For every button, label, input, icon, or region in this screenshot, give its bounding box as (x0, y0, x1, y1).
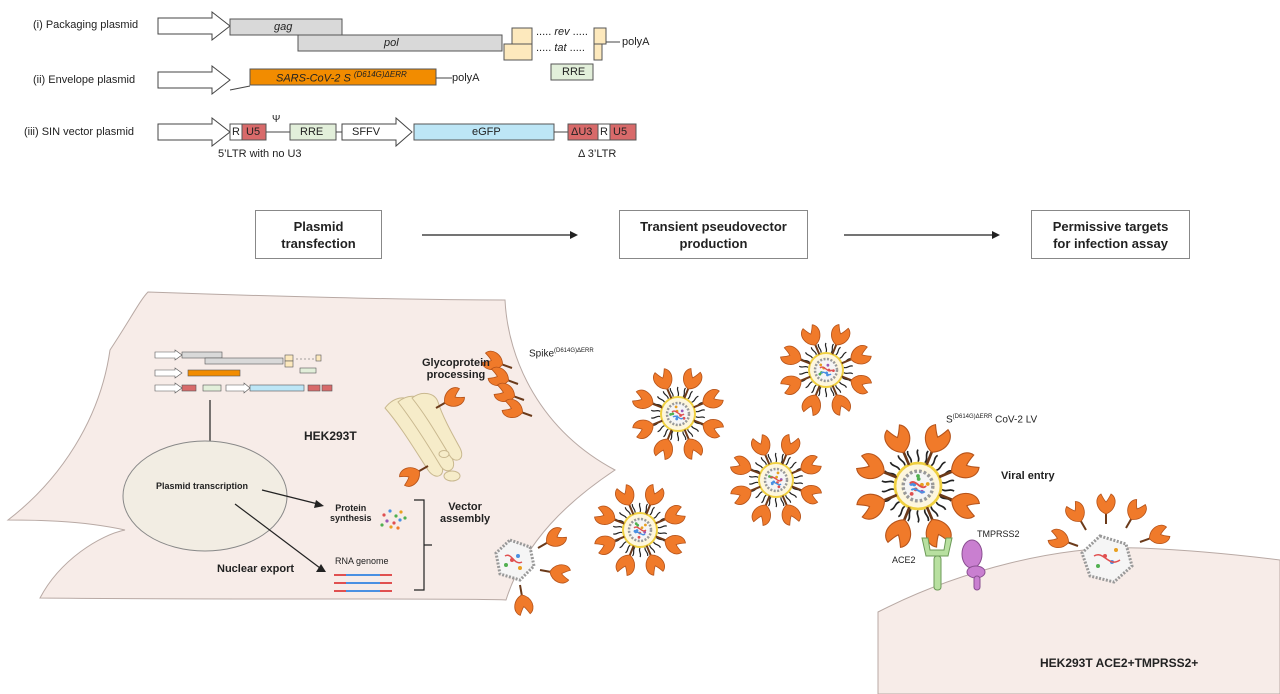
glycoprotein-processing-label: Glycoprotein processing (422, 357, 490, 381)
step-pseudovector-production: Transient pseudovector production (619, 210, 808, 259)
nucleus (122, 440, 288, 552)
protein-dots (380, 509, 407, 530)
ace2-receptor (921, 537, 953, 591)
budding-virion (494, 524, 573, 618)
virion (853, 421, 983, 551)
ltr5-label: 5’LTR with no U3 (218, 148, 302, 160)
egfp-label: eGFP (472, 126, 501, 138)
lv-suffix: CoV-2 LV (992, 414, 1038, 426)
entering-virion (1045, 493, 1173, 584)
viral-entry-label: Viral entry (1001, 470, 1055, 482)
lv-label: S(D614G)ΔERR CoV-2 LV (946, 414, 1037, 425)
tmprss2-label: TMPRSS2 (977, 529, 1020, 539)
virion (591, 481, 689, 579)
rev-text: rev (554, 26, 570, 38)
golgi (384, 392, 463, 482)
lv-sup: (D614G)ΔERR (952, 414, 993, 420)
nuclear-export-label: Nuclear export (217, 563, 295, 575)
vector-assembly-label: Vector assembly (440, 501, 491, 525)
u5-label: U5 (246, 126, 261, 138)
virion (629, 365, 727, 463)
step-infection-assay: Permissive targets for infection assay (1031, 210, 1190, 259)
polya-label-envelope: polyA (452, 72, 480, 84)
packaging-plasmid-label: (i) Packaging plasmid (33, 19, 139, 31)
plasmid-transcription-label: Plasmid transcription (156, 481, 249, 491)
sin-plasmid-label: (iii) SIN vector plasmid (24, 126, 135, 138)
ltr3-label: Δ 3’LTR (578, 148, 617, 160)
tat-label: ..... tat ..... (536, 42, 585, 54)
spike-gene-text: SARS-CoV-2 S (276, 72, 351, 85)
du3-label: ΔU3 (571, 126, 593, 138)
protein-synthesis-label: Protein synthesis (330, 503, 372, 523)
tmprss2-receptor (961, 539, 986, 591)
r-label: R (232, 126, 240, 138)
free-virions (591, 321, 983, 579)
rna-strands (334, 574, 392, 592)
step-plasmid-transfection: Plasmid transfection (255, 210, 382, 259)
sffv-label: SFFV (352, 126, 381, 138)
virion (777, 321, 875, 419)
spike-text: Spike (529, 348, 555, 360)
u5b-label: U5 (613, 126, 628, 138)
spike-sup: (D614G)ΔERR (554, 348, 594, 354)
polya-label-packaging: polyA (622, 36, 650, 48)
tat-text: tat (554, 42, 567, 54)
step-arrows (422, 231, 1000, 239)
virion (727, 431, 825, 529)
target-cell-label: HEK293T ACE2+TMPRSS2+ (1040, 656, 1199, 670)
spike-label: Spike(D614G)ΔERR (529, 348, 594, 359)
lv-text: S (946, 414, 953, 426)
psi-label: Ψ (272, 114, 281, 125)
r2-label: R (600, 126, 608, 138)
envelope-plasmid-map (157, 64, 452, 96)
mini-plasmids (154, 349, 333, 394)
ace2-label: ACE2 (892, 555, 916, 565)
rna-genome-label: RNA genome (335, 556, 389, 566)
spike-gene-label: SARS-CoV-2 S (D614G)ΔERR (276, 70, 407, 85)
pol-label: pol (384, 37, 399, 49)
gag-label: gag (274, 21, 293, 33)
rre-label-packaging: RRE (562, 66, 586, 78)
rre-label-sin: RRE (300, 126, 324, 138)
envelope-plasmid-label: (ii) Envelope plasmid (33, 74, 136, 86)
hek293t-label: HEK293T (304, 429, 357, 443)
packaging-plasmid-map (157, 10, 620, 81)
sin-vector-plasmid-map (157, 116, 637, 148)
rev-label: ..... rev ..... (536, 26, 588, 38)
spike-gene-sup: (D614G)ΔERR (353, 70, 407, 79)
